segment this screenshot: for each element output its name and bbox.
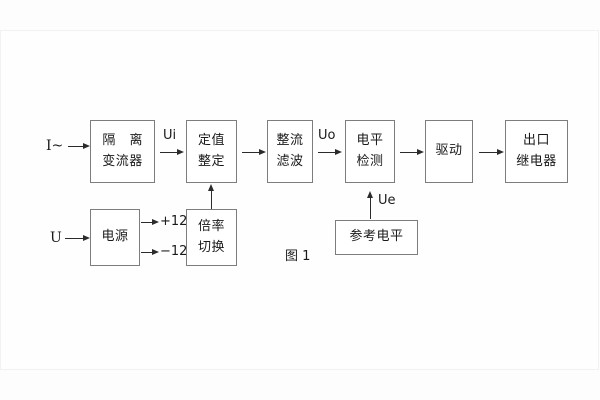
block-reference-level-line1: 参考电平: [349, 229, 404, 245]
block-rectify-filter-line2: 滤波: [276, 153, 304, 169]
wire-level-to-drive: [400, 152, 418, 153]
block-rectify-filter: 整流 滤波: [267, 120, 313, 183]
block-setting: 定值 整定: [186, 120, 237, 183]
block-power-supply: 电源: [90, 209, 140, 266]
block-reference-level: 参考电平: [335, 220, 418, 255]
arrowhead-setting-to-rectify: [259, 148, 266, 155]
label-ui: Ui: [163, 128, 177, 143]
block-multiplier-switch-line2: 切换: [197, 239, 225, 255]
arrowhead-reference-to-level: [366, 191, 373, 198]
arrowhead-rail-positive: [152, 218, 159, 225]
arrowhead-drive-to-output: [497, 148, 504, 155]
block-rectify-filter-line1: 整流: [276, 133, 304, 149]
wire-uo: [318, 152, 336, 153]
arrowhead-rail-negative: [152, 248, 159, 255]
block-level-detect-line1: 电平: [356, 133, 384, 149]
block-output-relay: 出口 继电器: [505, 120, 568, 183]
block-isolation-ct: 隔 离 变流器: [90, 120, 155, 183]
arrowhead-input-voltage: [83, 234, 90, 241]
wire-multiplier-to-setting: [211, 190, 212, 209]
figure-caption: 图 1: [285, 249, 311, 264]
label-uo: Uo: [318, 128, 336, 143]
block-multiplier-switch-line1: 倍率: [197, 219, 225, 235]
wire-ui: [160, 152, 178, 153]
wire-drive-to-output: [479, 152, 498, 153]
block-isolation-ct-line1: 隔 离: [102, 133, 148, 149]
arrowhead-uo: [335, 148, 342, 155]
wire-rail-negative: [141, 252, 154, 253]
arrowhead-level-to-drive: [417, 148, 424, 155]
block-output-relay-line2: 继电器: [516, 153, 557, 169]
block-level-detect-line2: 检测: [356, 153, 384, 169]
label-ue: Ue: [378, 193, 396, 208]
wire-input-current: [68, 146, 84, 147]
block-output-relay-line1: 出口: [522, 133, 550, 149]
arrowhead-ui: [177, 148, 184, 155]
block-drive: 驱动: [425, 120, 473, 183]
block-level-detect: 电平 检测: [345, 120, 395, 183]
block-setting-line2: 整定: [197, 153, 225, 169]
arrowhead-multiplier-to-setting: [207, 184, 214, 191]
wire-input-voltage: [65, 238, 84, 239]
block-setting-line1: 定值: [197, 133, 225, 149]
wire-rail-positive: [141, 222, 154, 223]
diagram-frame: [0, 30, 599, 370]
wire-setting-to-rectify: [242, 152, 260, 153]
label-input-voltage: U: [50, 230, 62, 246]
block-power-supply-line1: 电源: [101, 229, 129, 245]
arrowhead-input-current: [83, 142, 90, 149]
wire-reference-to-level: [370, 197, 371, 219]
block-drive-line1: 驱动: [435, 143, 463, 159]
label-input-current: I~: [46, 138, 64, 154]
block-isolation-ct-line2: 变流器: [102, 153, 143, 169]
block-multiplier-switch: 倍率 切换: [186, 209, 237, 266]
